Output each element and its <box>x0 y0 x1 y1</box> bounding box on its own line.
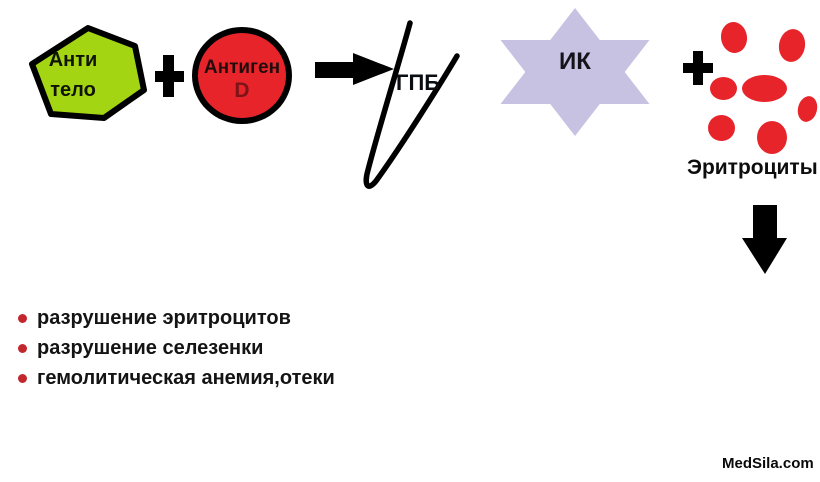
plus-horizontal-bar <box>683 63 713 73</box>
bullet-dot-icon <box>18 373 27 383</box>
erythrocytes-label: Эритроциты <box>687 156 818 179</box>
erythrocyte-cell <box>776 26 808 65</box>
plus-horizontal-bar <box>155 71 184 82</box>
list-item: разрушение эритроцитов <box>18 303 335 333</box>
erythrocyte-cell <box>710 77 737 100</box>
antigen-label: Антиген <box>203 56 281 78</box>
erythrocyte-cell <box>795 94 820 124</box>
erythrocyte-cell <box>708 115 735 141</box>
list-item: гемолитическая анемия,отеки <box>18 363 335 393</box>
bullet-dot-icon <box>18 343 27 353</box>
erythrocyte-cell <box>742 75 787 102</box>
immune-complex-label: ИК <box>559 48 591 75</box>
effect-text: гемолитическая анемия,отеки <box>37 366 335 389</box>
effect-text: разрушение селезенки <box>37 336 264 359</box>
plus-icon <box>683 51 713 85</box>
immune-complex-star-icon <box>500 8 650 136</box>
effects-list: разрушение эритроцитов разрушение селезе… <box>18 303 335 393</box>
antibody-label-line1: Анти <box>48 49 98 71</box>
watermark: MedSila.com <box>722 455 814 472</box>
arrow-right-icon <box>315 53 394 85</box>
gpb-label: ГПБ <box>396 70 441 95</box>
list-item: разрушение селезенки <box>18 333 335 363</box>
antibody-label-line2: тело <box>50 79 96 101</box>
antigen-type-label: D <box>234 78 250 102</box>
antibody-hexagon-icon <box>29 25 147 121</box>
erythrocyte-cell <box>718 20 750 55</box>
effect-text: разрушение эритроцитов <box>37 306 291 329</box>
antibody-label: Анти тело <box>36 45 110 105</box>
bullet-dot-icon <box>18 313 27 323</box>
erythrocyte-cell <box>757 121 787 154</box>
arrow-down-icon <box>742 205 787 274</box>
v-curve-stroke-icon <box>363 20 460 189</box>
plus-icon <box>155 55 184 97</box>
antigen-ellipse-icon: Антиген D <box>192 27 292 124</box>
